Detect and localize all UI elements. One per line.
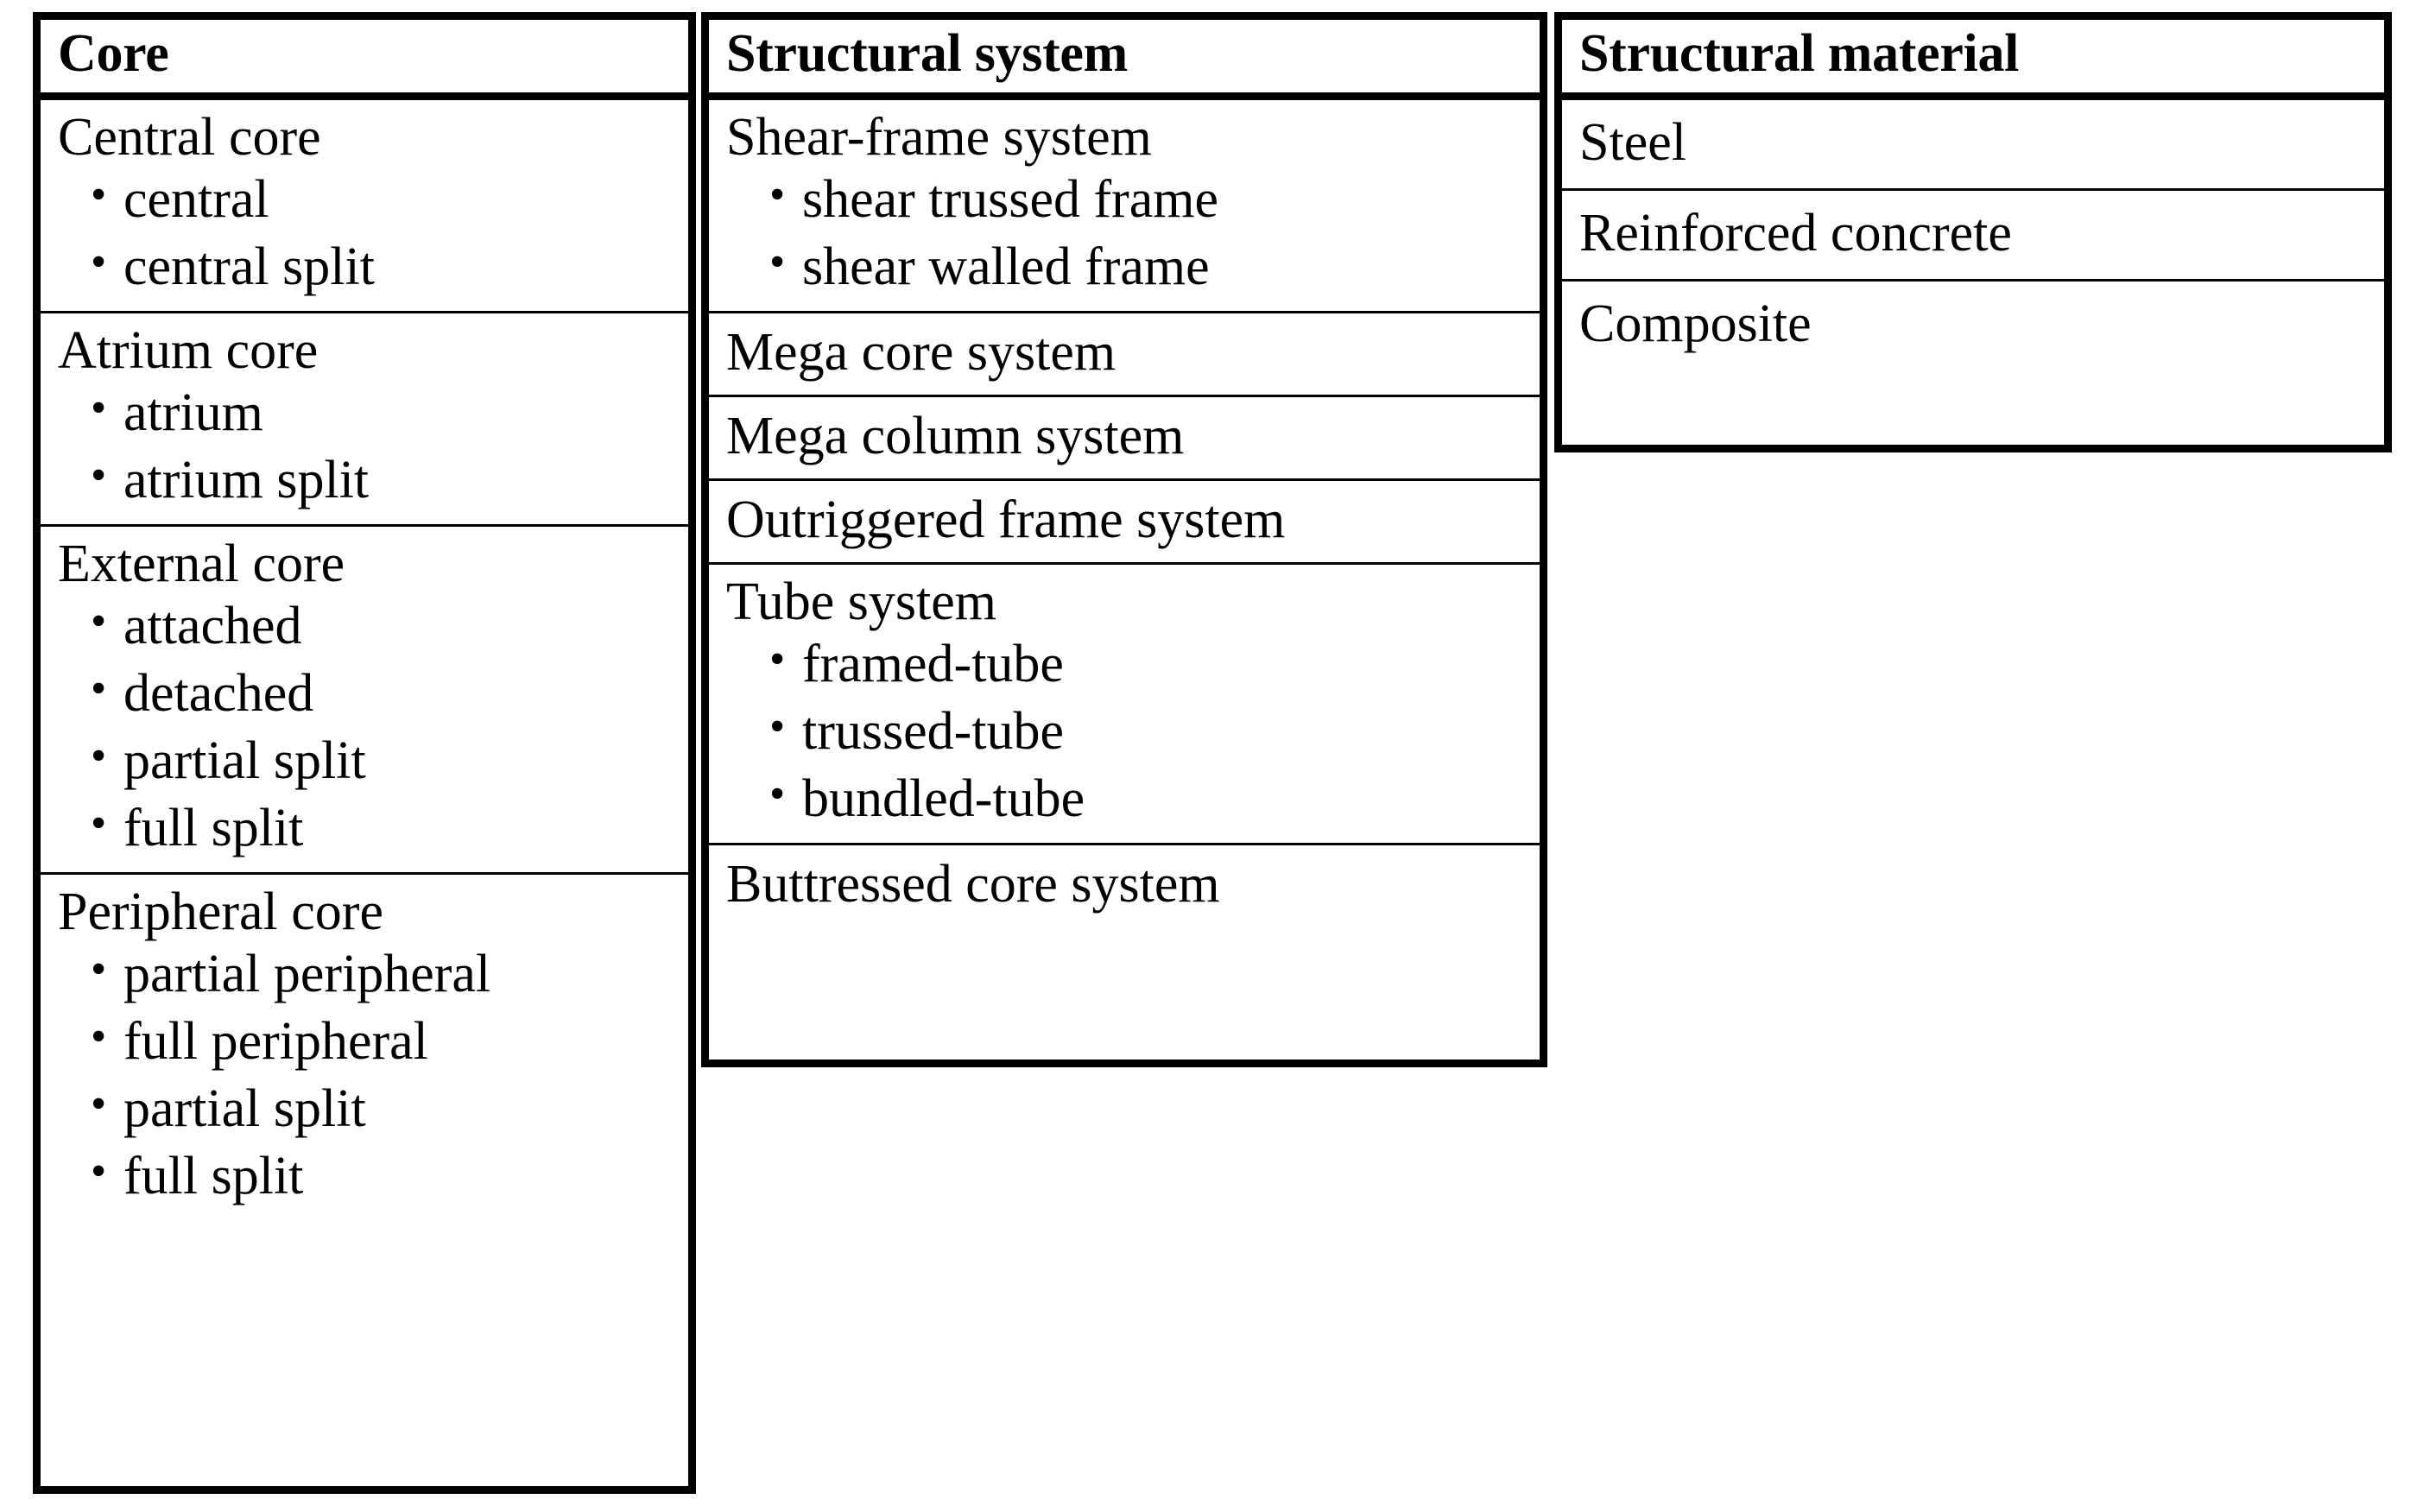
bullet-list-atrium-core: atrium atrium split — [41, 377, 688, 519]
list-item: central — [41, 164, 688, 231]
list-item: partial peripheral — [41, 939, 688, 1006]
list-item: bundled-tube — [709, 763, 1540, 831]
group-title-tube-system: Tube system — [726, 573, 996, 631]
table-row: Composite — [1562, 282, 2384, 370]
table-row: Mega core system — [709, 313, 1540, 397]
table-row: Steel — [1562, 100, 2384, 191]
list-item: shear walled frame — [709, 231, 1540, 299]
material-reinforced-concrete: Reinforced concrete — [1579, 204, 2012, 263]
group-title-shear-frame-system: Shear-frame system — [726, 108, 1152, 167]
table-header-row-structural-system: Structural system — [709, 20, 1540, 100]
table-row: Peripheral core partial peripheral full … — [41, 875, 688, 1220]
table-header-row-structural-material: Structural material — [1562, 20, 2384, 100]
bullet-list-tube-system: framed-tube trussed-tube bundled-tube — [709, 629, 1540, 838]
table-row: External core attached detached partial … — [41, 527, 688, 875]
list-item: central split — [41, 231, 688, 299]
material-steel: Steel — [1579, 113, 1686, 172]
list-item: atrium — [41, 377, 688, 445]
table-structural-system: Structural system Shear-frame system she… — [701, 12, 1547, 1067]
list-item: shear trussed frame — [709, 164, 1540, 231]
table-core: Core Central core central central split … — [33, 12, 696, 1494]
list-item: partial split — [41, 725, 688, 793]
list-item: full split — [41, 793, 688, 860]
table-row: Shear-frame system shear trussed frame s… — [709, 100, 1540, 313]
column-header-core: Core — [58, 24, 169, 83]
list-item: partial split — [41, 1073, 688, 1141]
table-structural-material: Structural material Steel Reinforced con… — [1554, 12, 2392, 452]
table-row: Central core central central split — [41, 100, 688, 313]
table-row: Atrium core atrium atrium split — [41, 313, 688, 527]
table-row: Outriggered frame system — [709, 481, 1540, 565]
list-item: atrium split — [41, 445, 688, 512]
bullet-list-peripheral-core: partial peripheral full peripheral parti… — [41, 939, 688, 1215]
group-title-external-core: External core — [58, 535, 345, 593]
table-row: Buttressed core system — [709, 845, 1540, 927]
group-title-buttressed-core-system: Buttressed core system — [726, 855, 1220, 914]
list-item: trussed-tube — [709, 696, 1540, 763]
group-title-peripheral-core: Peripheral core — [58, 883, 383, 941]
table-header-row-core: Core — [41, 20, 688, 100]
group-title-mega-column-system: Mega column system — [726, 407, 1185, 465]
column-header-structural-material: Structural material — [1579, 24, 2020, 83]
table-row: Mega column system — [709, 397, 1540, 481]
bullet-list-shear-frame-system: shear trussed frame shear walled frame — [709, 164, 1540, 306]
group-title-outriggered-frame-system: Outriggered frame system — [726, 490, 1286, 549]
list-item: attached — [41, 591, 688, 658]
list-item: detached — [41, 658, 688, 725]
material-composite: Composite — [1579, 294, 1812, 353]
table-row: Reinforced concrete — [1562, 191, 2384, 282]
column-header-structural-system: Structural system — [726, 24, 1128, 83]
group-title-mega-core-system: Mega core system — [726, 323, 1116, 382]
list-item: full peripheral — [41, 1006, 688, 1073]
table-row: Tube system framed-tube trussed-tube bun… — [709, 565, 1540, 845]
list-item: framed-tube — [709, 629, 1540, 696]
bullet-list-external-core: attached detached partial split full spl… — [41, 591, 688, 867]
group-title-central-core: Central core — [58, 108, 321, 167]
list-item: full split — [41, 1141, 688, 1208]
bullet-list-central-core: central central split — [41, 164, 688, 306]
group-title-atrium-core: Atrium core — [58, 321, 319, 380]
